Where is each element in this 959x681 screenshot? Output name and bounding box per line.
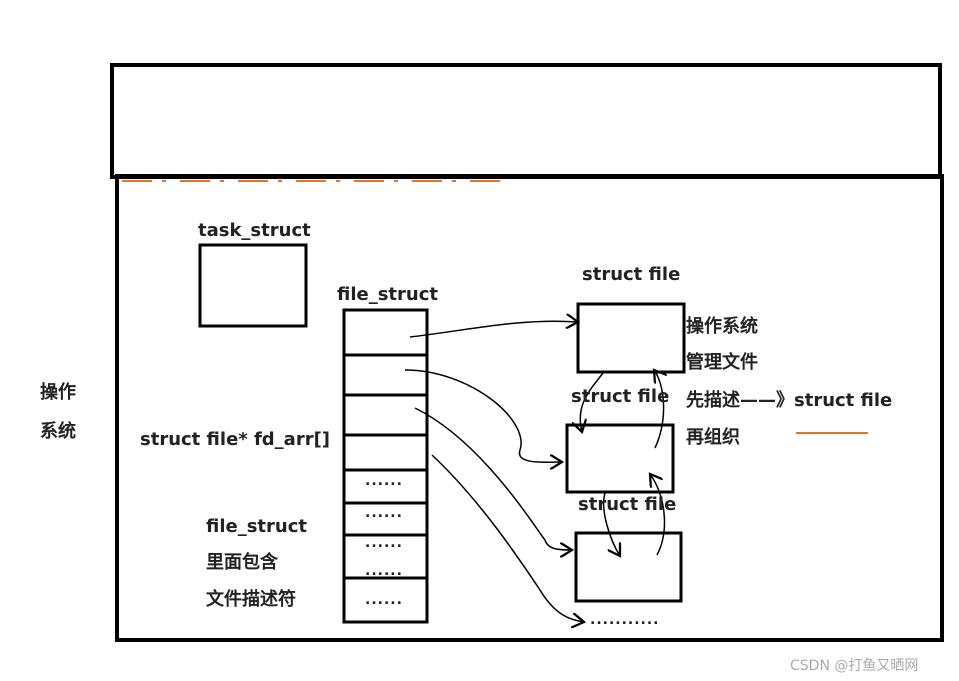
os-label-line2: 系统 — [40, 421, 76, 442]
note-line1: file_struct — [206, 516, 308, 537]
right-note-2: 管理文件 — [686, 352, 758, 373]
struct-file-box-2 — [565, 423, 675, 494]
task-struct-box — [198, 243, 308, 328]
struct-file-label-3: struct file — [578, 494, 677, 515]
linked-list-arrows — [580, 370, 664, 556]
note-line2: 里面包含 — [206, 552, 278, 573]
fd-dots-3: ...... — [365, 535, 403, 551]
struct-file-label-1: struct file — [582, 264, 681, 285]
fd-dots-4: ...... — [365, 563, 403, 579]
struct-file-box-3 — [574, 531, 683, 603]
task-struct-label: task_struct — [198, 220, 311, 241]
fd-dots-5: ...... — [365, 592, 403, 608]
more-files-dots: ........... — [590, 612, 660, 628]
user-space-box — [110, 63, 942, 179]
os-box — [115, 174, 944, 642]
fd-array — [342, 308, 429, 624]
struct-file-label-2: struct file — [571, 386, 670, 407]
file-struct-label: file_struct — [337, 284, 439, 305]
struct-file-box-1 — [576, 302, 686, 374]
fd-dots-2: ...... — [365, 505, 403, 521]
pointer-arrows — [404, 321, 584, 622]
note-line3: 文件描述符 — [206, 589, 296, 610]
fd-arr-label: struct file* fd_arr[] — [140, 429, 331, 450]
right-note-4: 再组织 — [686, 427, 740, 448]
watermark: CSDN @打鱼又晒网 — [790, 658, 919, 674]
right-note-3: 先描述——》struct file — [686, 390, 893, 411]
right-note-1: 操作系统 — [686, 316, 758, 337]
os-label-line1: 操作 — [40, 382, 76, 403]
fd-dots-1: ...... — [365, 473, 403, 489]
